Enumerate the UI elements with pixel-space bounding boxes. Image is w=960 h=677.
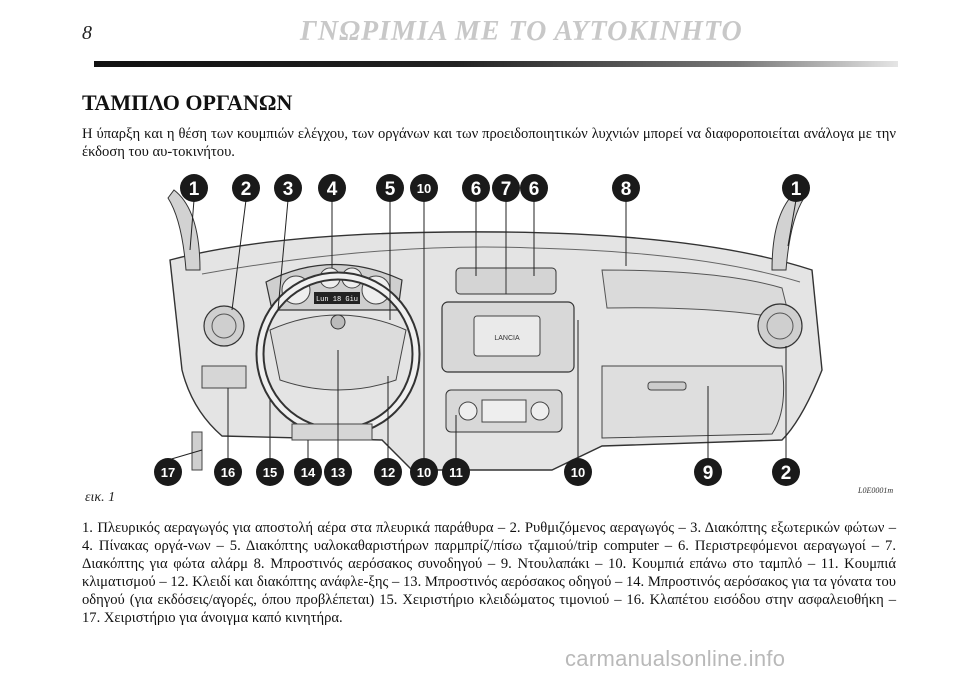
- callout-top-8: 8: [621, 179, 632, 200]
- callout-top-10: 10: [417, 181, 431, 196]
- right-round-vent: [757, 303, 803, 349]
- radio-brand-text: LANCIA: [494, 335, 520, 342]
- callout-bottom-14: 14: [301, 465, 316, 480]
- dashboard-illustration: Lun 18 Giu LANCIA: [154, 174, 823, 486]
- callout-top-5: 5: [385, 179, 396, 200]
- page-number: 8: [82, 22, 92, 44]
- callout-bottom-2: 2: [781, 463, 792, 484]
- left-round-vent: [203, 305, 245, 347]
- callout-top-6a: 6: [471, 179, 482, 200]
- chapter-title: ΓΝΩΡΙΜΙΑ ΜΕ ΤΟ ΑΥΤΟΚΙΝΗΤΟ: [300, 16, 743, 47]
- left-side-vent: [167, 189, 201, 271]
- callout-top-4: 4: [327, 179, 338, 200]
- callout-bottom-12: 12: [381, 465, 395, 480]
- cluster-display-text: Lun 18 Giu: [316, 296, 358, 304]
- callout-bottom-15: 15: [263, 465, 277, 480]
- callout-bottom-10a: 10: [417, 465, 431, 480]
- section-title: ΤΑΜΠΛΟ ΟΡΓΑΝΩΝ: [82, 90, 293, 115]
- callouts-top: 1 2 3 4 5 10 6 7 6 8 1: [180, 174, 810, 202]
- callout-top-3: 3: [283, 179, 294, 200]
- callout-bottom-10b: 10: [571, 465, 585, 480]
- callout-bottom-9: 9: [703, 463, 714, 484]
- callout-bottom-17: 17: [161, 465, 175, 480]
- steering-badge: [330, 314, 346, 330]
- figure-caption: εικ. 1: [85, 490, 116, 505]
- callouts-bottom: 17 16 15 14 13 12 10 11 10 9 2: [154, 458, 800, 486]
- fuse-box-cover: [201, 365, 247, 389]
- callout-bottom-11: 11: [449, 465, 463, 480]
- callout-top-2: 2: [241, 179, 252, 200]
- figure-code: L0E0001m: [858, 486, 894, 495]
- watermark: carmanualsonline.info: [565, 646, 786, 671]
- dashboard-figure: Lun 18 Giu LANCIA: [82, 170, 896, 500]
- header-rule: [94, 61, 898, 67]
- legend-paragraph: 1. Πλευρικός αεραγωγός για αποστολή αέρα…: [82, 520, 896, 626]
- cluster-display: [314, 292, 360, 304]
- glovebox: [601, 365, 785, 439]
- intro-paragraph: Η ύπαρξη και η θέση των κουμπιών ελέγχου…: [82, 126, 896, 160]
- knee-airbag: [291, 423, 373, 441]
- callout-top-7: 7: [501, 179, 512, 200]
- callout-bottom-13: 13: [331, 465, 345, 480]
- callout-top-6b: 6: [529, 179, 540, 200]
- callout-top-1: 1: [189, 179, 200, 200]
- right-side-vent: [771, 189, 805, 271]
- radio-screen: [473, 315, 541, 357]
- callout-top-1b: 1: [791, 179, 802, 200]
- callout-bottom-16: 16: [221, 465, 235, 480]
